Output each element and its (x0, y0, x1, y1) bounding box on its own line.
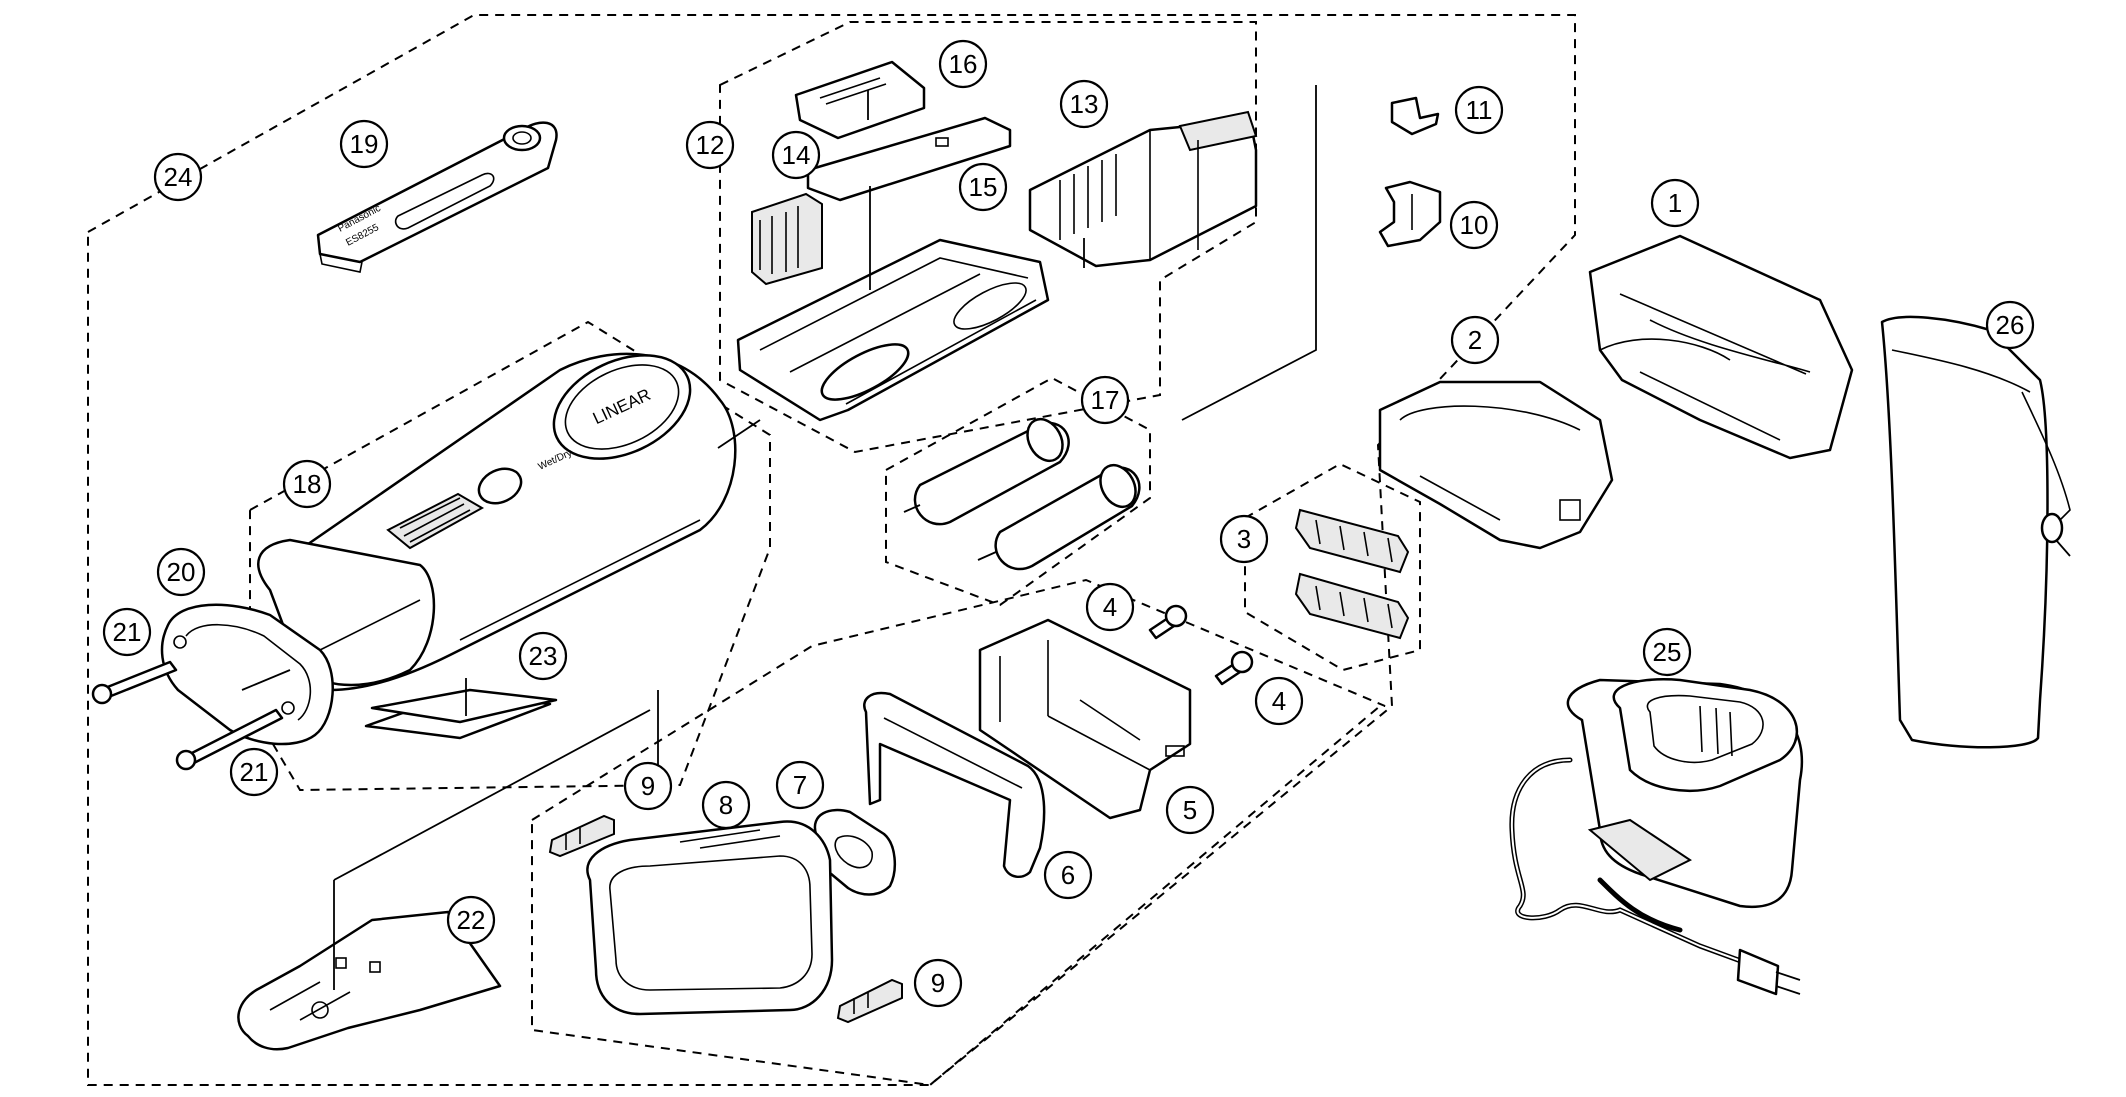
part-23-label (364, 688, 558, 740)
part-6-side-panel (863, 691, 1046, 879)
svg-text:22: 22 (457, 905, 486, 935)
svg-text:1: 1 (1668, 188, 1682, 218)
part-14-circuit-board (751, 116, 1012, 286)
part-15-frame (736, 238, 1050, 422)
svg-text:7: 7 (793, 770, 807, 800)
callout-4-lower: 4 (1254, 676, 1304, 726)
part-17-batteries (903, 417, 1141, 571)
callout-16: 16 (938, 39, 988, 89)
group-boundary-12 (719, 21, 1257, 454)
svg-text:23: 23 (529, 641, 558, 671)
callout-14: 14 (771, 130, 821, 180)
svg-text:16: 16 (949, 49, 978, 79)
svg-text:4: 4 (1272, 686, 1286, 716)
part-9-latch-lower (836, 978, 903, 1024)
callout-9-lower: 9 (913, 958, 963, 1008)
part-11-clip (1390, 96, 1440, 136)
group-boundaries (87, 14, 1576, 1087)
callout-2: 2 (1450, 315, 1500, 365)
svg-text:26: 26 (1996, 310, 2025, 340)
svg-text:8: 8 (719, 790, 733, 820)
callout-10: 10 (1449, 200, 1499, 250)
part-3-blades (1294, 508, 1410, 640)
svg-text:10: 10 (1460, 210, 1489, 240)
callout-21-lower: 21 (229, 747, 279, 797)
callout-3: 3 (1219, 514, 1269, 564)
callout-12: 12 (685, 120, 735, 170)
callout-4-upper: 4 (1085, 582, 1135, 632)
callout-6: 6 (1043, 850, 1093, 900)
callout-25: 25 (1642, 627, 1692, 677)
charger-power-cord (1509, 757, 1801, 996)
part-21-screw-upper (91, 660, 178, 705)
svg-text:18: 18 (293, 469, 322, 499)
svg-text:9: 9 (931, 968, 945, 998)
part-21-screw-lower (175, 708, 284, 771)
callout-22: 22 (446, 895, 496, 945)
callout-20: 20 (156, 547, 206, 597)
part-13-motor-block (1028, 110, 1258, 268)
part-2-foil-frame (1378, 380, 1614, 550)
svg-text:11: 11 (1466, 95, 1493, 125)
callout-9-upper: 9 (623, 761, 673, 811)
part-8-head-holder (586, 820, 834, 1016)
svg-text:3: 3 (1237, 524, 1251, 554)
callout-19: 19 (339, 119, 389, 169)
group-boundary-24 (87, 14, 1576, 1086)
svg-text:2: 2 (1468, 325, 1482, 355)
group-boundary-line-upper (1181, 85, 1317, 421)
svg-text:13: 13 (1070, 89, 1099, 119)
part-16-board-cover (794, 60, 926, 140)
svg-text:24: 24 (164, 162, 193, 192)
svg-text:4: 4 (1103, 592, 1117, 622)
part-20-end-plate (160, 603, 334, 746)
callout-1: 1 (1650, 178, 1700, 228)
svg-text:9: 9 (641, 771, 655, 801)
part-18-main-body: LINEAR Wet/Dry (257, 352, 737, 692)
callout-13: 13 (1059, 79, 1109, 129)
part-1-protective-cap (1588, 234, 1854, 460)
part-10-clip (1378, 180, 1442, 248)
group-boundary-9 (531, 578, 1386, 1087)
part-22-base-plate (237, 910, 502, 1051)
callout-18: 18 (282, 459, 332, 509)
callout-17: 17 (1080, 375, 1130, 425)
callout-7: 7 (775, 760, 825, 810)
part-5-inner-frame (978, 618, 1192, 820)
svg-text:5: 5 (1183, 795, 1197, 825)
callout-23: 23 (518, 631, 568, 681)
svg-text:12: 12 (696, 130, 725, 160)
callout-24: 24 (153, 152, 203, 202)
part-4-screw-upper (1148, 604, 1188, 640)
svg-text:25: 25 (1653, 637, 1682, 667)
part-26-pouch (1880, 315, 2071, 749)
part-9-latch-upper (548, 814, 615, 858)
callout-11: 11 (1454, 85, 1504, 135)
svg-text:19: 19 (350, 129, 379, 159)
svg-text:6: 6 (1061, 860, 1075, 890)
group-boundary-17 (885, 376, 1151, 607)
svg-text:14: 14 (782, 140, 811, 170)
svg-text:20: 20 (167, 557, 196, 587)
svg-text:21: 21 (113, 617, 142, 647)
svg-text:15: 15 (969, 172, 998, 202)
callout-5: 5 (1165, 785, 1215, 835)
callout-26: 26 (1985, 300, 2035, 350)
svg-text:21: 21 (240, 757, 269, 787)
callout-8: 8 (701, 780, 751, 830)
part-4-screw-lower (1214, 650, 1254, 686)
svg-text:17: 17 (1091, 385, 1120, 415)
callout-15: 15 (958, 162, 1008, 212)
callout-21-upper: 21 (102, 607, 152, 657)
part-25-charger (1566, 678, 1804, 909)
